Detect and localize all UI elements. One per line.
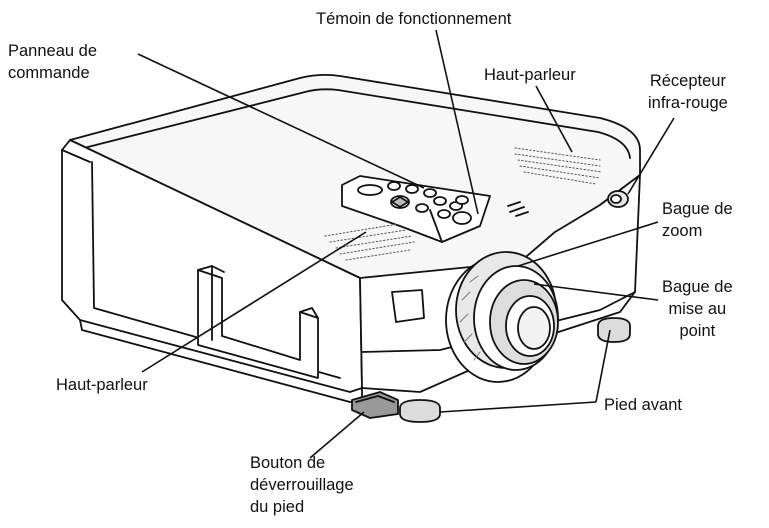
label-speaker-side: Haut-parleur: [56, 376, 148, 394]
side-square-panel: [391, 289, 425, 323]
leader-lines: [137, 29, 675, 459]
label-ir-receiver: Récepteur infra-rouge: [648, 72, 728, 112]
leader-focus: [533, 283, 659, 301]
leader-foot-left: [439, 401, 597, 413]
leader-speaker-side: [141, 231, 367, 373]
projector-top-rim: [75, 88, 631, 159]
control-buttons: [357, 181, 472, 225]
label-zoom-ring: Bague de zoom: [662, 200, 733, 240]
label-focus-ring: Bague de mise au point: [662, 278, 733, 340]
front-foot-right: [597, 317, 631, 343]
leader-zoom: [517, 221, 659, 267]
label-control-panel: Panneau de commande: [8, 42, 98, 82]
front-foot-left: [399, 399, 441, 423]
speaker-grille-side: [324, 223, 415, 261]
label-foot-release: Bouton de déverrouillage du pied: [250, 454, 354, 516]
leader-ir: [627, 117, 675, 195]
label-witness: Témoin de fonctionnement: [316, 10, 512, 28]
speaker-grille-top: [514, 147, 603, 185]
label-speaker-top: Haut-parleur: [484, 66, 576, 84]
leader-foot-right: [595, 329, 611, 403]
leader-foot-release: [309, 411, 365, 459]
leader-control-panel: [137, 53, 425, 189]
label-front-foot: Pied avant: [604, 396, 682, 414]
leader-witness: [435, 29, 479, 215]
leader-speaker-top: [535, 85, 573, 153]
